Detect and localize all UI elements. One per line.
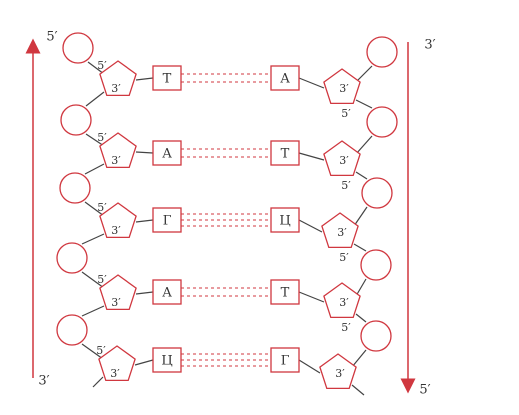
right-sugar-base-bond (298, 219, 323, 233)
right-phosphate-circle (366, 36, 398, 68)
left-sugar-base-bond (135, 151, 154, 154)
left-base-box (152, 140, 182, 166)
left-sugar-3-prime-label: 3′ (111, 224, 121, 237)
left-sugar-phosphate-bond (81, 305, 105, 317)
left-base-letter: Т (163, 72, 172, 87)
left-sugar-5-prime-label: 5′ (97, 201, 107, 214)
right-phosphate-sugar-bond (353, 206, 368, 227)
left-deoxyribose-pentagon (99, 132, 137, 169)
left-phosphate-circle (62, 32, 94, 64)
left-strand-tail (92, 376, 104, 388)
right-sugar-phosphate-bond (355, 171, 368, 180)
right-sugar-5-prime-label: 5′ (341, 179, 351, 192)
right-phosphate-circle (366, 106, 398, 138)
left-deoxyribose-pentagon (99, 274, 137, 311)
right-sugar-3-prime-label: 3′ (339, 296, 349, 309)
right-base-box (270, 347, 300, 373)
left-sugar-base-bond (134, 359, 154, 366)
right-sugar-base-bond (298, 359, 321, 374)
right-sugar-phosphate-bond (355, 99, 373, 109)
right-deoxyribose-pentagon (319, 353, 357, 390)
left-phosphate-sugar-bond (85, 133, 105, 147)
left-sugar-phosphate-bond (84, 163, 105, 175)
right-phosphate-sugar-bond (355, 65, 373, 83)
left-strand-5-prime-label: 5′ (46, 30, 57, 45)
right-base-box (270, 207, 300, 233)
right-deoxyribose-pentagon (323, 68, 361, 105)
right-base-letter: Т (281, 286, 290, 301)
right-sugar-base-bond (298, 77, 325, 89)
right-deoxyribose-pentagon (321, 212, 359, 249)
right-sugar-3-prime-label: 3′ (339, 154, 349, 167)
right-sugar-5-prime-label: 5′ (339, 251, 349, 264)
right-deoxyribose-pentagon (323, 282, 361, 319)
right-strand-3-prime-label: 3′ (424, 38, 435, 53)
left-sugar-5-prime-label: 5′ (97, 273, 107, 286)
left-phosphate-circle (60, 104, 92, 136)
left-sugar-base-bond (135, 291, 154, 295)
right-sugar-base-bond (298, 291, 325, 303)
right-base-box (270, 65, 300, 91)
right-deoxyribose-pentagon (323, 140, 361, 177)
right-phosphate-circle (360, 249, 392, 281)
right-strand-tail (351, 384, 365, 396)
right-base-letter: Ц (279, 214, 290, 229)
left-sugar-5-prime-label: 5′ (97, 131, 107, 144)
left-sugar-3-prime-label: 3′ (111, 296, 121, 309)
right-sugar-3-prime-label: 3′ (337, 226, 347, 239)
left-base-letter: А (162, 147, 172, 162)
left-base-box (152, 279, 182, 305)
right-sugar-phosphate-bond (355, 313, 367, 323)
left-deoxyribose-pentagon (99, 202, 137, 239)
left-phosphate-circle (56, 242, 88, 274)
right-base-letter: Т (281, 147, 290, 162)
right-phosphate-sugar-bond (355, 278, 367, 297)
left-sugar-3-prime-label: 3′ (111, 154, 121, 167)
left-sugar-base-bond (135, 219, 154, 223)
left-phosphate-sugar-bond (81, 271, 105, 289)
right-sugar-5-prime-label: 5′ (341, 107, 351, 120)
left-sugar-5-prime-label: 5′ (97, 59, 107, 72)
left-strand-3-prime-label: 3′ (38, 374, 49, 389)
right-strand-5-prime-label: 5′ (419, 383, 430, 398)
left-base-letter: Г (163, 214, 172, 229)
left-base-letter: А (162, 286, 172, 301)
left-base-box (152, 207, 182, 233)
left-sugar-5-prime-label: 5′ (96, 344, 106, 357)
right-base-letter: Г (281, 354, 290, 369)
left-phosphate-sugar-bond (87, 61, 105, 75)
left-sugar-phosphate-bond (81, 233, 105, 245)
left-sugar-base-bond (135, 77, 154, 81)
right-phosphate-circle (361, 177, 393, 209)
left-phosphate-sugar-bond (84, 201, 105, 217)
left-sugar-3-prime-label: 3′ (110, 367, 120, 380)
right-phosphate-sugar-bond (355, 135, 373, 155)
right-phosphate-circle (360, 320, 392, 352)
left-base-box (152, 65, 182, 91)
left-sugar-phosphate-bond (85, 91, 105, 107)
left-base-letter: Ц (161, 354, 172, 369)
right-phosphate-sugar-bond (351, 349, 367, 368)
left-sugar-3-prime-label: 3′ (111, 82, 121, 95)
right-sugar-5-prime-label: 5′ (341, 321, 351, 334)
right-base-box (270, 279, 300, 305)
left-deoxyribose-pentagon (99, 60, 137, 97)
left-phosphate-circle (56, 314, 88, 346)
right-sugar-3-prime-label: 3′ (335, 367, 345, 380)
dna-double-strand-diagram: 5′ 3′ 3′ 5′ Т А 5′ 3′ 3′ 5′ А Т 5′ 3′ 3′ 5′ Г Ц 5′ 3′ 3′ 5′ А Т… (25, 30, 436, 398)
right-sugar-phosphate-bond (353, 243, 367, 252)
left-phosphate-circle (59, 172, 91, 204)
right-base-letter: А (280, 72, 290, 87)
left-phosphate-sugar-bond (81, 343, 104, 360)
left-deoxyribose-pentagon (98, 345, 136, 382)
left-base-box (152, 347, 182, 373)
right-sugar-3-prime-label: 3′ (339, 82, 349, 95)
right-sugar-base-bond (298, 152, 325, 161)
right-base-box (270, 140, 300, 166)
